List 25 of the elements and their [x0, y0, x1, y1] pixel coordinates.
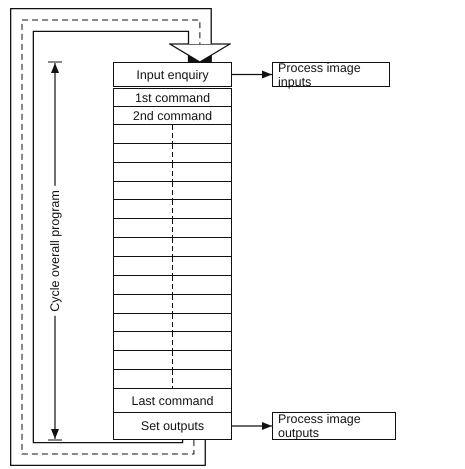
program-step-box: Set outputs	[113, 412, 232, 440]
empty-step-box	[113, 143, 232, 163]
empty-step-box	[113, 218, 232, 238]
program-step-box: Last command	[113, 388, 232, 413]
empty-step-box	[113, 294, 232, 314]
memory-box: Process image outputs	[272, 412, 396, 440]
dimension-label: Cycle overall program	[48, 186, 62, 316]
program-step-box: 2nd command	[113, 106, 232, 125]
program-step-box: 1st command	[113, 88, 232, 107]
empty-step-box	[113, 313, 232, 333]
empty-step-box	[113, 124, 232, 144]
empty-step-box	[113, 350, 232, 370]
arrow	[232, 422, 272, 430]
empty-step-box	[113, 331, 232, 351]
arrow	[232, 70, 272, 78]
empty-step-box	[113, 237, 232, 257]
memory-box: Process image inputs	[272, 62, 390, 87]
empty-step-box	[113, 199, 232, 219]
empty-step-box	[113, 369, 232, 389]
empty-step-box	[113, 162, 232, 182]
loop-arrow	[10, 8, 231, 466]
program-step-box: Input enquiry	[113, 62, 232, 87]
empty-step-box	[113, 275, 232, 295]
empty-step-box	[113, 181, 232, 201]
empty-step-box	[113, 256, 232, 276]
